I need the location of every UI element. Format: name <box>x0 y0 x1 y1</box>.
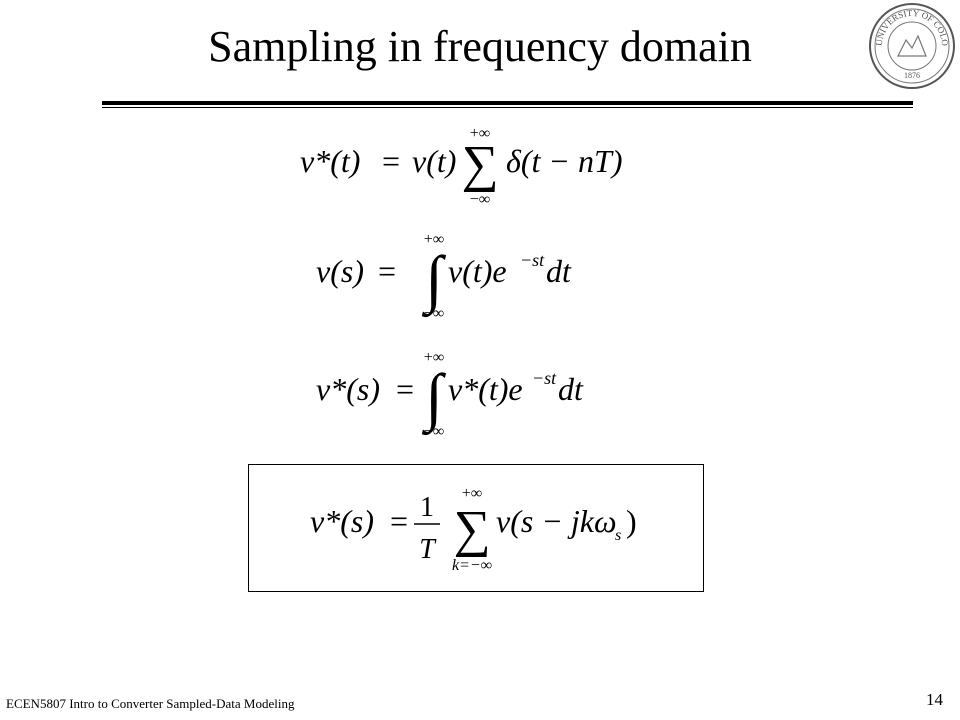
equation-2: v(s) = +∞ ∫ −∞ v(t)e −st dt <box>316 231 572 322</box>
eq2-lower: −∞ <box>424 305 444 322</box>
eq2-lhs: v(s) <box>316 253 364 289</box>
footer-course-title: ECEN5807 Intro to Converter Sampled-Data… <box>6 696 295 711</box>
eq4-lower: k=−∞ <box>452 557 492 574</box>
page-number: 14 <box>926 690 943 709</box>
eq4-upper: +∞ <box>462 485 482 502</box>
eq4-sigma: ∑ <box>453 501 490 558</box>
equation-3: v*(s) = +∞ ∫ −∞ v*(t)e −st dt <box>316 349 584 439</box>
eq3-exp: −st <box>532 368 557 388</box>
eq3-upper: +∞ <box>424 349 444 366</box>
eq4-lhs: v*(s) <box>310 503 374 539</box>
eq3-lhs: v*(s) <box>316 371 380 407</box>
title-divider-thin <box>102 107 913 108</box>
university-seal-icon: UNIVERSITY OF COLORADO 1876 <box>868 2 955 89</box>
eq1-lower: −∞ <box>470 191 490 208</box>
seal-text: UNIVERSITY OF COLORADO <box>868 2 950 47</box>
eq1-upper: +∞ <box>470 125 490 142</box>
eq4-body: v(s − jkω <box>496 503 617 539</box>
eq4-frac-den: T <box>419 534 437 565</box>
eq1-lhs: v*(t) <box>300 143 360 179</box>
eq3-body: v*(t)e <box>448 371 523 407</box>
eq2-upper: +∞ <box>424 231 444 248</box>
eq3-lower: −∞ <box>424 423 444 439</box>
title-divider-thick <box>102 101 913 105</box>
eq2-integral: ∫ <box>421 243 446 318</box>
eq1-sigma: ∑ <box>461 136 498 193</box>
eq3-tail: dt <box>558 371 584 407</box>
eq3-integral: ∫ <box>421 361 446 436</box>
eq4-equals: = <box>390 503 408 539</box>
eq2-equals: = <box>378 253 396 289</box>
eq2-exp: −st <box>520 250 545 270</box>
eq4-sub: s <box>615 527 621 544</box>
equation-4: v*(s) = 1 T +∞ ∑ k=−∞ v(s − jkω s ) <box>310 485 637 574</box>
eq1-body: δ(t − nT) <box>506 143 622 179</box>
equation-1: v*(t) = v(t) +∞ ∑ −∞ δ(t − nT) <box>300 125 622 208</box>
eq1-pre: v(t) <box>412 143 456 179</box>
eq4-frac-num: 1 <box>420 492 434 523</box>
eq2-body: v(t)e <box>448 253 507 289</box>
eq3-equals: = <box>396 371 414 407</box>
eq4-close: ) <box>626 503 637 539</box>
eq1-equals: = <box>382 143 400 179</box>
seal-year: 1876 <box>904 71 920 80</box>
eq2-tail: dt <box>546 253 572 289</box>
slide-title: Sampling in frequency domain <box>208 22 752 71</box>
result-box <box>248 464 704 592</box>
